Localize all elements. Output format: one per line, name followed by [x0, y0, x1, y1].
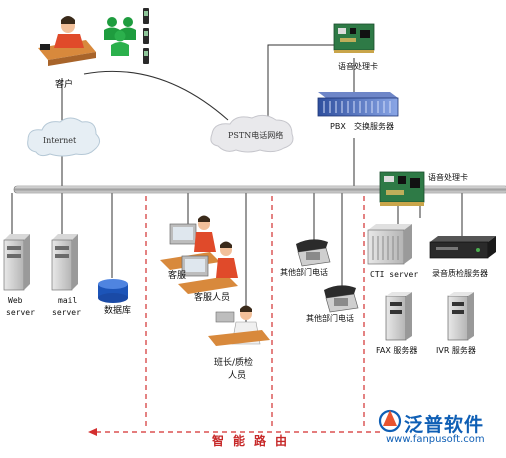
- supervisor-label-line1: 班长/质检: [214, 358, 254, 368]
- agent-1-label: 客服: [168, 271, 187, 281]
- desk-phone-1-icon: [296, 239, 331, 267]
- recording-server-icon: [429, 236, 496, 259]
- supervisor-label-line2: 人员: [228, 371, 247, 381]
- pbx-server: [317, 92, 399, 117]
- cti-server-icon: [367, 224, 412, 265]
- watermark-brand: 泛普软件: [404, 414, 485, 436]
- network-bus: [13, 185, 506, 194]
- web-server-label-line1: Web: [8, 296, 23, 305]
- supervisor-desk: [208, 305, 270, 346]
- fanpu-logo-icon: [378, 409, 402, 433]
- fax-server-icon: [385, 292, 412, 341]
- routing-label: 智能路由: [212, 434, 297, 448]
- agent-2-label: 客服人员: [194, 293, 231, 303]
- recording-server-label: 录音质检服务器: [432, 269, 488, 278]
- ivr-server-label: IVR 服务器: [436, 346, 476, 355]
- watermark-url: www.fanpusoft.com: [386, 434, 485, 445]
- voice-card-right: [379, 171, 425, 206]
- zone-dividers: [145, 196, 365, 428]
- connection-lines: [11, 44, 463, 322]
- voice-card-top-label: 语音处理卡: [338, 62, 378, 71]
- customer-label: 客户: [55, 80, 74, 90]
- mail-server-label-line2: server: [52, 308, 81, 317]
- pbx-server-label: 交换服务器: [354, 122, 394, 131]
- pbx-label: PBX: [330, 122, 346, 131]
- agent-workstations: [160, 215, 238, 294]
- routing-arrow: [88, 428, 384, 436]
- pstn-cloud: [210, 114, 294, 153]
- phone-2-label: 其他部门电话: [306, 314, 354, 323]
- desk-phone-2-icon: [324, 285, 359, 313]
- cti-server-label: CTI server: [370, 270, 419, 279]
- mail-server-icon: [51, 234, 78, 291]
- mobile-phones: [143, 8, 149, 64]
- database-label: 数据库: [104, 306, 132, 316]
- web-server-label-line2: server: [6, 308, 35, 317]
- internet-cloud: [27, 117, 100, 157]
- fax-server-label: FAX 服务器: [376, 346, 418, 355]
- customer-desk: [38, 16, 96, 66]
- database-icon: [98, 279, 128, 303]
- voice-card-right-label: 语音处理卡: [428, 173, 468, 182]
- phone-1-label: 其他部门电话: [280, 268, 328, 277]
- ivr-server-icon: [447, 292, 474, 341]
- mail-server-label-line1: mail: [58, 296, 78, 305]
- internet-label: Internet: [43, 136, 77, 145]
- voice-card-top: [333, 23, 375, 53]
- web-server-icon: [3, 234, 30, 291]
- pstn-label: PSTN电话网络: [228, 131, 284, 140]
- customer-group: [104, 17, 136, 56]
